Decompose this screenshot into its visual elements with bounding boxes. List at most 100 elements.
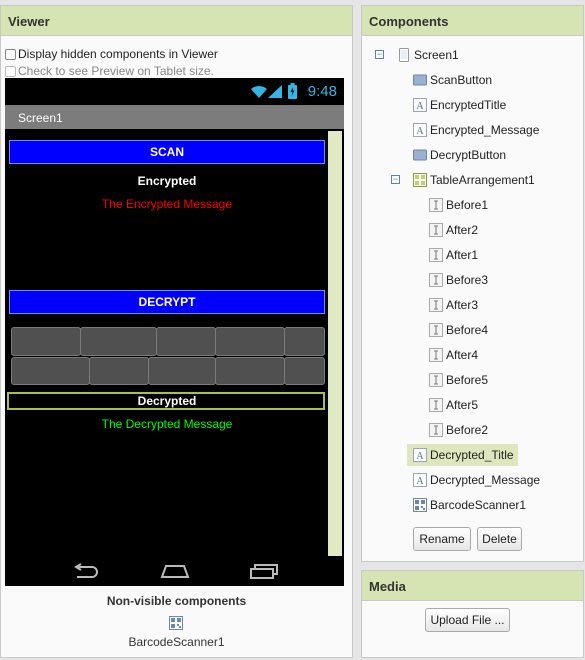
button-icon	[413, 73, 427, 87]
barcode-icon	[413, 498, 427, 512]
component-tree-item[interactable]: After1	[429, 244, 478, 266]
recent-apps-icon[interactable]	[249, 563, 279, 579]
component-tree-label: After2	[446, 223, 479, 237]
barcode-scanner-icon[interactable]	[169, 616, 183, 630]
component-tree-label: Encrypted_Message	[430, 123, 540, 137]
tablet-preview-label: Check to see Preview on Tablet size.	[18, 64, 214, 78]
delete-button[interactable]: Delete	[477, 527, 522, 551]
component-tree-item[interactable]: Before2	[429, 419, 488, 441]
textbox-after4[interactable]	[89, 357, 149, 385]
component-tree-item[interactable]: A Decrypted_Title	[407, 444, 518, 466]
textbox-before5[interactable]	[148, 357, 216, 385]
scrollbar[interactable]	[328, 131, 342, 586]
textbox-icon	[429, 348, 443, 362]
textbox-after2[interactable]	[80, 327, 157, 356]
textbox-before2[interactable]	[284, 357, 325, 385]
component-tree-item[interactable]: ScanButton	[413, 69, 492, 91]
component-tree-item[interactable]: Screen1	[397, 44, 459, 66]
battery-icon	[288, 83, 297, 99]
components-panel: Components	[361, 5, 584, 562]
textbox-icon	[429, 398, 443, 412]
viewer-header: Viewer	[1, 6, 352, 36]
collapse-tablearrangement-icon[interactable]: −	[391, 174, 400, 184]
component-tree-label: EncryptedTitle	[430, 98, 507, 112]
components-header: Components	[362, 6, 583, 36]
component-tree-item[interactable]: Before5	[429, 369, 488, 391]
textbox-before4[interactable]	[11, 357, 90, 385]
screen-icon	[397, 48, 411, 62]
textbox-icon	[429, 423, 443, 437]
wifi-icon	[251, 85, 267, 98]
component-tree-item[interactable]: After4	[429, 344, 478, 366]
component-tree-label: Before2	[446, 423, 489, 437]
label-icon: A	[413, 98, 427, 112]
textbox-after1[interactable]	[156, 327, 216, 356]
display-hidden-label: Display hidden components in Viewer	[18, 47, 218, 61]
android-nav-bar	[5, 556, 344, 586]
svg-text:A: A	[416, 101, 424, 112]
svg-text:A: A	[416, 476, 424, 487]
textbox-before3[interactable]	[215, 327, 285, 356]
component-tree-label: Decrypted_Title	[430, 448, 514, 462]
textbox-icon	[429, 273, 443, 287]
component-tree-label: After1	[446, 248, 479, 262]
svg-text:A: A	[416, 126, 424, 137]
component-tree-item[interactable]: DecryptButton	[413, 144, 506, 166]
component-tree-item[interactable]: Before1	[429, 194, 488, 216]
textbox-after5[interactable]	[215, 357, 285, 385]
textbox-icon	[429, 323, 443, 337]
decrypt-button[interactable]: DECRYPT	[9, 290, 325, 314]
table-icon	[413, 173, 427, 187]
display-hidden-checkbox-row[interactable]: Display hidden components in Viewer	[5, 47, 218, 61]
component-tree-item[interactable]: After2	[429, 219, 478, 241]
label-icon: A	[413, 473, 427, 487]
collapse-screen1-icon[interactable]: −	[375, 49, 384, 59]
status-bar: 9:48	[5, 78, 344, 105]
textbox-icon	[429, 223, 443, 237]
decrypted-title-selection[interactable]	[7, 392, 325, 410]
phone-preview: 9:48 Screen1 SCAN Encrypted The Encrypte…	[5, 78, 344, 586]
component-tree-item[interactable]: A Encrypted_Message	[413, 119, 539, 141]
tablet-preview-checkbox[interactable]	[5, 65, 16, 77]
component-tree-label: After4	[446, 348, 479, 362]
button-icon	[413, 148, 427, 162]
nonvisible-heading: Non-visible components	[106, 594, 247, 608]
component-tree-label: After3	[446, 298, 479, 312]
textbox-icon	[429, 298, 443, 312]
display-hidden-checkbox[interactable]	[5, 48, 16, 60]
component-tree-label: BarcodeScanner1	[430, 498, 527, 512]
component-tree-label: Before4	[446, 323, 489, 337]
textbox-after3[interactable]	[284, 327, 325, 356]
svg-text:A: A	[416, 451, 424, 462]
textbox-icon	[429, 198, 443, 212]
component-tree-item[interactable]: Before4	[429, 319, 488, 341]
upload-file-button[interactable]: Upload File ...	[425, 608, 510, 632]
component-tree-item[interactable]: After5	[429, 394, 478, 416]
component-tree-label: Before3	[446, 273, 489, 287]
component-tree-label: TableArrangement1	[430, 173, 535, 187]
decrypted-title[interactable]: Decrypted	[137, 394, 197, 408]
component-tree-item[interactable]: BarcodeScanner1	[413, 494, 526, 516]
tablet-preview-checkbox-row[interactable]: Check to see Preview on Tablet size.	[5, 64, 214, 78]
screen-title-bar: Screen1	[5, 105, 344, 129]
encrypted-message[interactable]: The Encrypted Message	[101, 197, 233, 211]
textbox-before1[interactable]	[11, 327, 81, 356]
component-tree-label: ScanButton	[430, 73, 493, 87]
nonvisible-item-label[interactable]: BarcodeScanner1	[128, 635, 225, 649]
home-icon[interactable]	[160, 563, 190, 579]
rename-button[interactable]: Rename	[413, 527, 471, 551]
signal-icon	[268, 85, 282, 98]
decrypted-message[interactable]: The Decrypted Message	[101, 417, 233, 431]
component-tree-item[interactable]: After3	[429, 294, 478, 316]
component-tree-item[interactable]: Before3	[429, 269, 488, 291]
component-tree-item[interactable]: A EncryptedTitle	[413, 94, 506, 116]
component-tree-label: Before5	[446, 373, 489, 387]
component-tree-label: Decrypted_Message	[430, 473, 541, 487]
back-icon[interactable]	[72, 563, 100, 579]
scan-button[interactable]: SCAN	[9, 140, 325, 164]
encrypted-title[interactable]: Encrypted	[137, 174, 197, 188]
component-tree-item[interactable]: TableArrangement1	[413, 169, 535, 191]
component-tree-label: DecryptButton	[430, 148, 507, 162]
textbox-icon	[429, 373, 443, 387]
component-tree-item[interactable]: A Decrypted_Message	[413, 469, 540, 491]
